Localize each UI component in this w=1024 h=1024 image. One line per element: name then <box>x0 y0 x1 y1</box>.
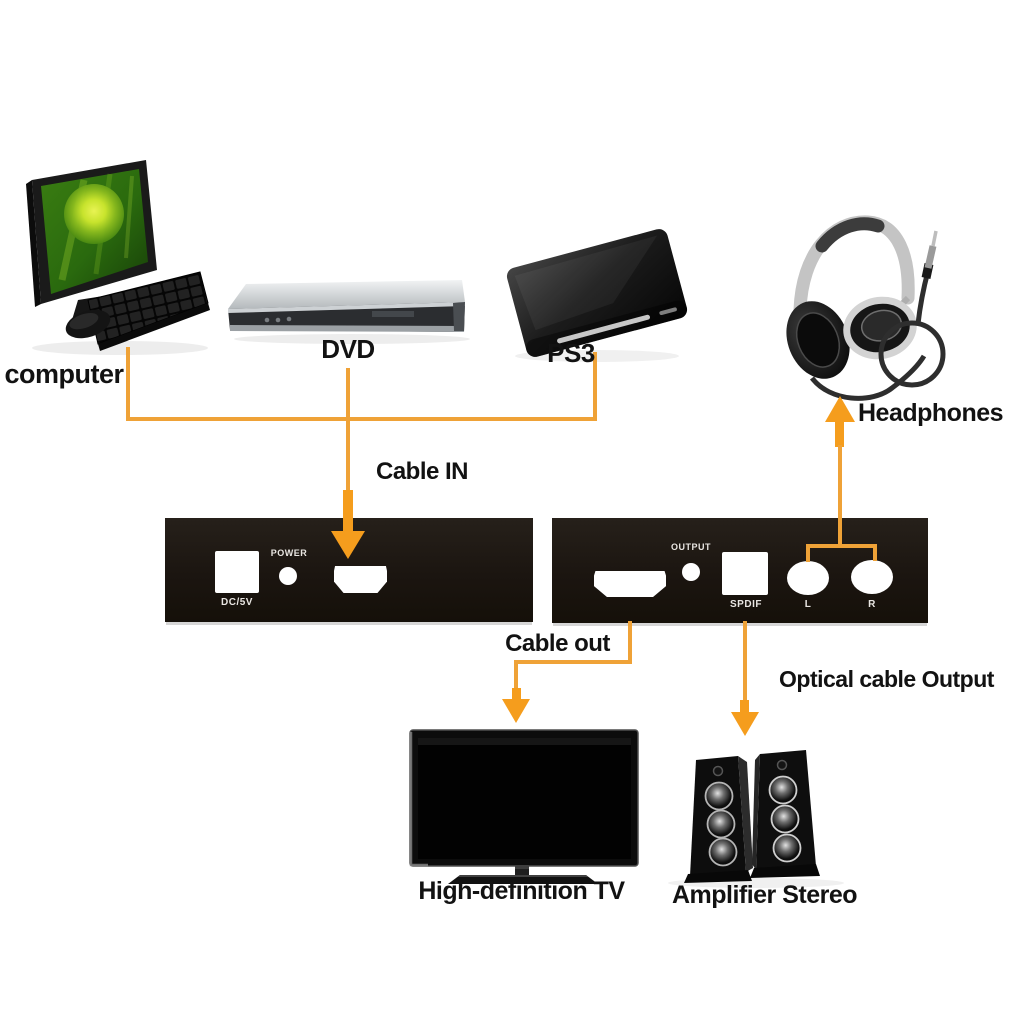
power-led-label: POWER <box>270 548 308 558</box>
optical-arrowhead <box>731 712 759 736</box>
audio-left-label: L <box>804 599 812 610</box>
left-speaker <box>684 756 753 883</box>
speakers-image <box>668 750 844 888</box>
cable-out-arrowhead <box>502 699 530 723</box>
dc-port-label: DC/5V <box>221 597 253 608</box>
hdmi-out-port <box>594 571 666 597</box>
cable-out-label: Cable out <box>505 630 610 657</box>
dc-power-port <box>215 551 259 593</box>
right-speaker <box>750 750 820 878</box>
ps3-body <box>506 229 688 357</box>
computer-label: computer <box>4 359 124 389</box>
cable-out-line-v1 <box>628 621 632 664</box>
tv-label: High-definition TV <box>418 877 625 905</box>
output-led <box>682 563 700 581</box>
cable-loop <box>878 320 946 388</box>
r-stub-line <box>873 544 877 561</box>
lr-junction-line <box>806 544 877 548</box>
headband <box>793 215 915 317</box>
tv-screen <box>418 738 631 859</box>
audio-left-port <box>787 561 829 595</box>
dvd-top-face <box>228 280 465 309</box>
computer-cable-line <box>126 347 130 421</box>
mouse <box>65 309 111 339</box>
optical-output-label: Optical cable Output <box>779 666 994 692</box>
l-stub-line <box>806 544 810 562</box>
audio-right-port <box>851 560 893 594</box>
ps3-cable-line <box>593 352 597 421</box>
headphone-cable <box>810 354 927 401</box>
optical-arrow-stem <box>740 700 749 714</box>
headphones-line <box>838 445 842 548</box>
audio-right-label: R <box>868 599 876 610</box>
input-bus-line <box>126 417 597 421</box>
optical-line <box>743 621 747 706</box>
tv-stand <box>448 875 598 884</box>
ps3-image <box>506 229 688 362</box>
converter-output-panel: OUTPUT SPDIF L R <box>552 518 928 623</box>
dvd-label: DVD <box>321 334 375 364</box>
left-ear-cup <box>786 301 850 379</box>
headphones-arrow-stem <box>835 420 844 447</box>
cable-out-line-h <box>514 660 632 664</box>
ps3-label: PS3 <box>547 338 595 368</box>
headphones-arrowhead <box>825 396 855 422</box>
spdif-port <box>722 552 768 595</box>
cable-in-label: Cable IN <box>375 458 469 485</box>
cable-out-arrow-stem <box>512 688 521 701</box>
tv-image <box>409 729 639 884</box>
dvd-player-image <box>228 280 470 344</box>
cable-in-line <box>346 419 350 493</box>
spdif-port-label: SPDIF <box>730 599 762 610</box>
output-led-label: OUTPUT <box>671 542 711 552</box>
dvd-cable-line <box>346 368 350 421</box>
cable-out-line-v2 <box>514 660 518 692</box>
power-led <box>279 567 297 585</box>
cable-in-arrowhead <box>331 531 365 559</box>
hdmi-in-port <box>334 566 387 593</box>
amplifier-label: Amplifier Stereo <box>671 881 858 909</box>
cable-in-arrow-stem <box>343 490 353 533</box>
computer-image <box>26 160 210 355</box>
converter-input-panel: DC/5V POWER <box>165 518 533 622</box>
headphones-image <box>786 215 946 401</box>
audio-jack <box>924 245 937 269</box>
headphones-label: Headphones <box>858 399 1004 427</box>
